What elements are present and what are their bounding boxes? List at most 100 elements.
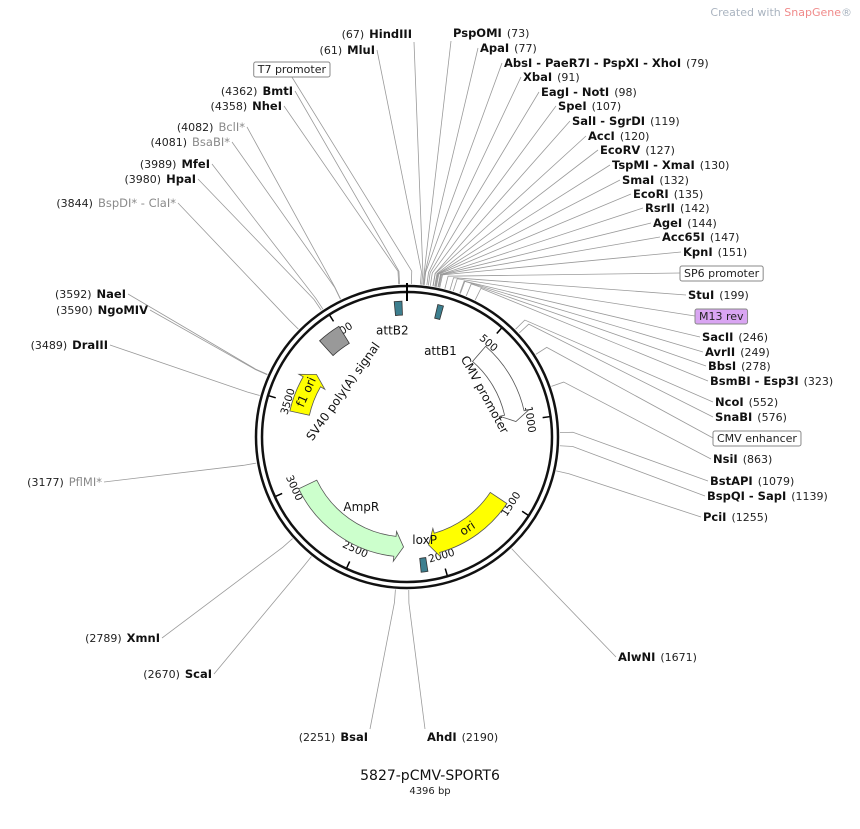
leader-bspdi-clai- bbox=[177, 202, 299, 330]
bspqi-sapi-name: BspQI - SapI bbox=[707, 489, 786, 503]
site-sacii[interactable]: SacII(246) bbox=[702, 330, 768, 344]
site-eagi-noti[interactable]: EagI - NotI(98) bbox=[541, 85, 637, 99]
site-bmti[interactable]: BmtI(4362) bbox=[221, 84, 293, 98]
site-agei[interactable]: AgeI(144) bbox=[653, 216, 717, 230]
ampr-arrow bbox=[298, 479, 405, 563]
site-snabi[interactable]: SnaBI(576) bbox=[715, 410, 787, 424]
leader-ahdi bbox=[408, 589, 426, 730]
site-sp6-promoter[interactable]: SP6 promoter bbox=[679, 265, 764, 282]
site-scai[interactable]: ScaI(2670) bbox=[143, 667, 212, 681]
agei-position: (144) bbox=[687, 217, 717, 230]
leader-bsabi- bbox=[231, 141, 341, 300]
site-hpai[interactable]: HpaI(3980) bbox=[125, 172, 196, 186]
leader-hpai bbox=[197, 178, 322, 311]
stui-name: StuI bbox=[688, 288, 714, 302]
leader-agei bbox=[437, 222, 652, 288]
spei-name: SpeI bbox=[558, 99, 587, 113]
site-bbsi[interactable]: BbsI(278) bbox=[708, 359, 771, 373]
tick-1000 bbox=[542, 415, 550, 419]
eagi-noti-position: (98) bbox=[614, 86, 637, 99]
cmv-enhancer-label: CMV enhancer bbox=[717, 432, 797, 445]
leader-draiii bbox=[109, 344, 260, 396]
site-naei[interactable]: NaeI (3592) bbox=[55, 287, 126, 301]
nhei-position: (4358) bbox=[211, 100, 248, 113]
site-pflmi-[interactable]: PflMI*(3177) bbox=[27, 475, 102, 489]
apai-name: ApaI bbox=[480, 41, 509, 55]
site-ncoi[interactable]: NcoI(552) bbox=[715, 395, 778, 409]
sp6-promoter-label-box bbox=[679, 265, 764, 282]
site-spei[interactable]: SpeI(107) bbox=[558, 99, 621, 113]
sp6-promoter-label: SP6 promoter bbox=[684, 267, 760, 280]
site-xbai[interactable]: XbaI(91) bbox=[523, 70, 580, 84]
ahdi-position: (2190) bbox=[462, 731, 499, 744]
rsrii-name: RsrII bbox=[645, 201, 675, 215]
site-nsii[interactable]: NsiI(863) bbox=[713, 452, 772, 466]
site-stui[interactable]: StuI(199) bbox=[688, 288, 749, 302]
mfei-name: MfeI bbox=[181, 157, 210, 171]
bcli--name: BclI* bbox=[218, 120, 245, 134]
site-sali-sgrdi[interactable]: SalI - SgrDI (119) bbox=[572, 114, 680, 128]
site-bcli-[interactable]: BclI*(4082) bbox=[177, 120, 245, 134]
site-draiii[interactable]: DraIII(3489) bbox=[31, 338, 108, 352]
avrii-position: (249) bbox=[740, 346, 770, 359]
site-ahdi[interactable]: AhdI(2190) bbox=[427, 730, 498, 744]
leader-alwni bbox=[511, 548, 617, 658]
cmv-promoter-arrow bbox=[471, 345, 531, 422]
site-bsmbi-esp3i[interactable]: BsmBI - Esp3I(323) bbox=[710, 374, 833, 388]
site-xmni[interactable]: XmnI(2789) bbox=[85, 631, 160, 645]
site-m13-rev[interactable]: M13 rev bbox=[694, 308, 749, 325]
site-absi-paer7i-pspxi-xhoi[interactable]: AbsI - PaeR7I - PspXI - XhoI(79) bbox=[504, 56, 709, 70]
draiii-position: (3489) bbox=[31, 339, 68, 352]
sali-sgrdi-name: SalI - SgrDI bbox=[572, 114, 645, 128]
ecori-position: (135) bbox=[674, 188, 704, 201]
m13-rev-label-box bbox=[694, 308, 749, 325]
site-smai[interactable]: SmaI(132) bbox=[622, 173, 689, 187]
bsmbi-esp3i-position: (323) bbox=[804, 375, 834, 388]
leader-bmti bbox=[294, 90, 400, 285]
site-mlui[interactable]: MluI(61) bbox=[320, 43, 375, 57]
acc65i-position: (147) bbox=[710, 231, 740, 244]
site-ecorv[interactable]: EcoRV(127) bbox=[600, 143, 675, 157]
feature-label-ampr: AmpR bbox=[343, 500, 379, 514]
leader-ngomiv bbox=[149, 309, 268, 376]
site-rsrii[interactable]: RsrII(142) bbox=[645, 201, 710, 215]
naei-position: (3592) bbox=[55, 288, 92, 301]
site-mfei[interactable]: MfeI (3989) bbox=[140, 157, 210, 171]
nsii-name: NsiI bbox=[713, 452, 738, 466]
xmni-position: (2789) bbox=[85, 632, 122, 645]
site-apai[interactable]: ApaI(77) bbox=[480, 41, 537, 55]
site-bspqi-sapi[interactable]: BspQI - SapI(1139) bbox=[707, 489, 828, 503]
site-pspomi[interactable]: PspOMI(73) bbox=[453, 26, 529, 40]
leader-lines bbox=[103, 40, 714, 730]
sali-sgrdi-position: (119) bbox=[650, 115, 680, 128]
mlui-name: MluI bbox=[347, 43, 375, 57]
site-hindiii[interactable]: HindIII(67) bbox=[342, 27, 412, 41]
site-acci[interactable]: AccI(120) bbox=[588, 129, 649, 143]
site-t7-promoter[interactable]: T7 promoter bbox=[253, 61, 331, 78]
site-avrii[interactable]: AvrII(249) bbox=[705, 345, 770, 359]
site-tspmi-xmai[interactable]: TspMI - XmaI(130) bbox=[612, 158, 729, 172]
site-nhei[interactable]: NheI(4358) bbox=[211, 99, 282, 113]
bsabi--position: (4081) bbox=[150, 136, 187, 149]
site-acc65i[interactable]: Acc65I(147) bbox=[662, 230, 739, 244]
site-pcii[interactable]: PciI(1255) bbox=[703, 510, 768, 524]
bspdi-clai--name: BspDI* - ClaI* bbox=[98, 196, 176, 210]
naei-name: NaeI bbox=[97, 287, 126, 301]
site-ecori[interactable]: EcoRI(135) bbox=[633, 187, 703, 201]
site-ngomiv[interactable]: NgoMIV(3590) bbox=[56, 303, 148, 317]
site-bsai[interactable]: BsaI(2251) bbox=[299, 730, 368, 744]
bsabi--name: BsaBI* bbox=[192, 135, 230, 149]
leader-bcli- bbox=[246, 126, 341, 300]
ecorv-position: (127) bbox=[645, 144, 675, 157]
site-cmv-enhancer[interactable]: CMV enhancer bbox=[712, 430, 802, 447]
site-kpni[interactable]: KpnI(151) bbox=[683, 245, 747, 259]
plasmid-backbone bbox=[254, 283, 560, 590]
leader-snabi bbox=[518, 323, 714, 418]
leader-hindiii bbox=[413, 41, 424, 285]
site-bstapi[interactable]: BstAPI(1079) bbox=[710, 474, 794, 488]
mfei-position: (3989) bbox=[140, 158, 177, 171]
site-bspdi-clai-[interactable]: BspDI* - ClaI*(3844) bbox=[56, 196, 176, 210]
site-bsabi-[interactable]: BsaBI* (4081) bbox=[150, 135, 230, 149]
site-alwni[interactable]: AlwNI(1671) bbox=[618, 650, 697, 664]
tick-marks: 5001000150020002500300035004000 bbox=[268, 315, 550, 576]
